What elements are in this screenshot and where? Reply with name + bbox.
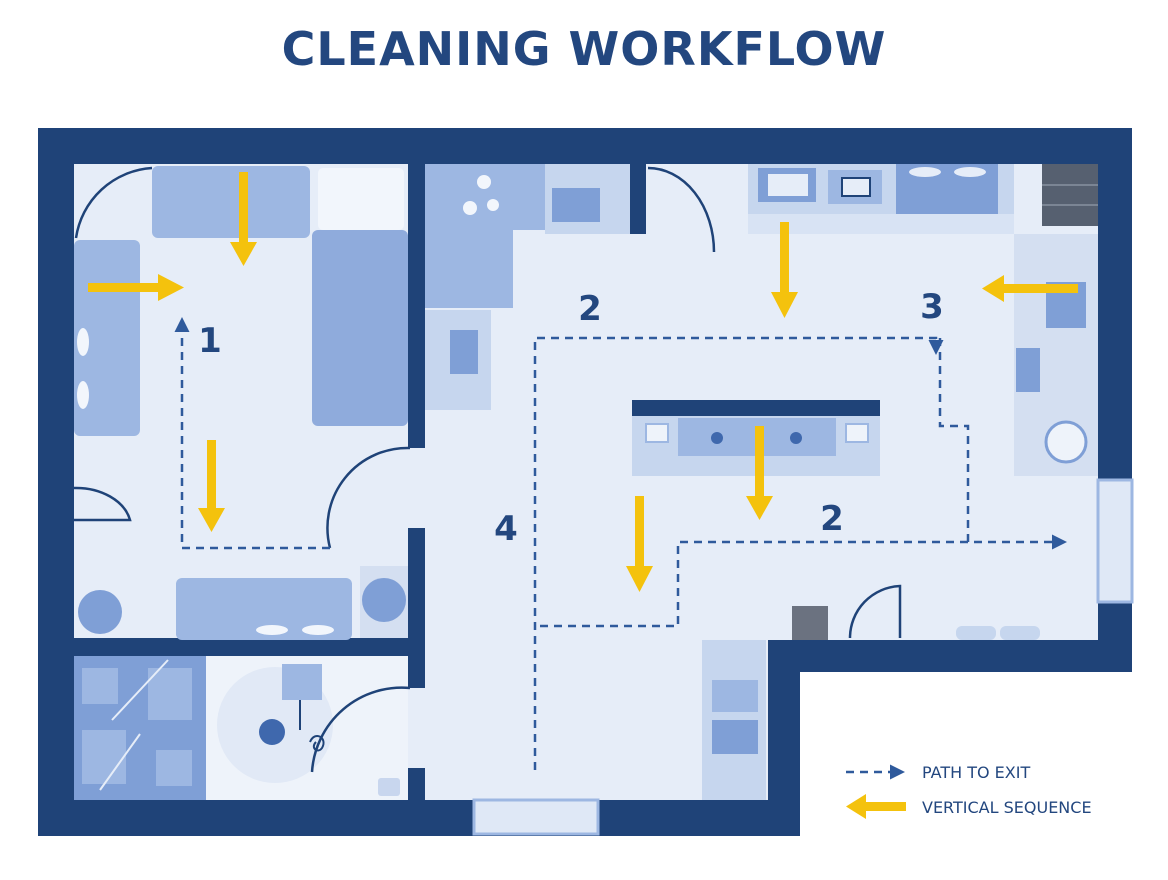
bedroom-doors [73,166,411,549]
zone-label-2-island: 2 [820,499,844,539]
exit-paths [174,317,1067,770]
zone-label-3: 3 [920,287,944,327]
path-bedroom [174,317,330,550]
arrow-down-kitchen [771,222,798,318]
zone-label-1: 1 [198,321,222,361]
window-right [1096,478,1134,604]
arrow-down-hall [626,496,653,592]
legend-path-label: PATH TO EXIT [922,763,1030,782]
bathroom-fixtures [74,656,411,800]
path-kitchen-loop [533,336,944,770]
legend-sequence-label: VERTICAL SEQUENCE [922,798,1092,817]
arrow-down-bedroom [198,440,225,532]
legend-sequence-swatch [846,794,906,819]
zone-label-4: 4 [494,509,518,549]
arrow-down-island [746,426,773,520]
arrow-right-bedroom [88,274,184,301]
legend: PATH TO EXIT VERTICAL SEQUENCE [846,763,1092,819]
kitchen-left-furniture [425,164,716,410]
sequence-arrows [88,172,1078,592]
zone-label-2-kitchen: 2 [578,289,602,329]
arrow-down-bedroom-top [230,172,257,266]
interior-walls [60,150,1128,818]
arrow-left-bath [982,275,1078,302]
page-title: CLEANING WORKFLOW [281,22,887,76]
path-bath-link [938,338,970,542]
kitchen-right-furniture [748,164,1098,476]
window-bottom [472,798,600,836]
lower-right-furniture [702,584,1040,800]
